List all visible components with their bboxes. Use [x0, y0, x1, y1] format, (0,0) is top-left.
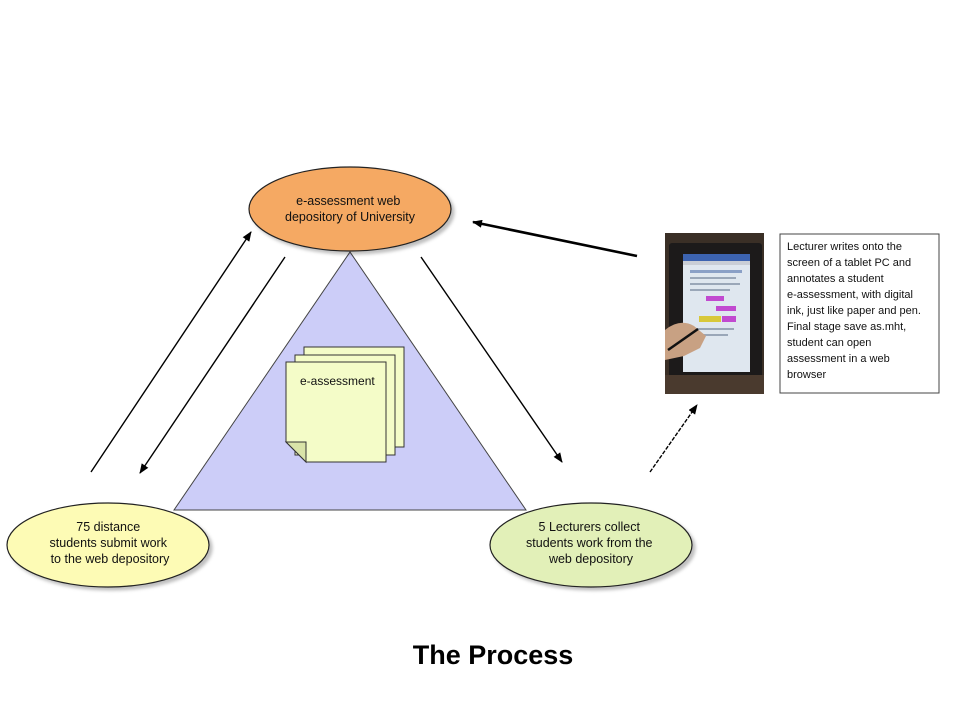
- node-lecturers-label: 5 Lecturers collect students work from t…: [526, 520, 656, 566]
- node-distance-students-label: 75 distance students submit work to the …: [50, 520, 171, 566]
- tablet-note-box: [779, 233, 940, 394]
- arrow-lecturers-to-tablet: [649, 404, 698, 473]
- tablet-note-line: Final stage save as.mht,: [787, 321, 906, 333]
- tablet-pc-photo: [665, 233, 764, 394]
- node-lecturers: [489, 502, 693, 588]
- tablet-note-line: annotates a student: [787, 273, 884, 285]
- arrow-students-to-depository: [90, 231, 252, 473]
- node-university-depository: [248, 166, 452, 252]
- node-left-line: students submit work: [50, 536, 168, 550]
- document-label: e-assessment: [300, 374, 375, 388]
- node-right-line: students work from the: [526, 536, 652, 550]
- page-title: The Process: [412, 640, 574, 670]
- node-university-depository-label: e-assessment web depository of Universit…: [285, 194, 416, 224]
- arrow-depository-to-students: [139, 256, 286, 474]
- document-sheet-front: [285, 361, 387, 463]
- node-top-line: depository of University: [285, 210, 416, 224]
- document-fold-corner: [284, 441, 307, 464]
- node-left-line: to the web depository: [51, 552, 171, 566]
- tablet-note-line: browser: [787, 369, 826, 381]
- arrow-tablet-to-depository: [472, 219, 638, 258]
- arrow-depository-to-lecturers: [420, 256, 563, 463]
- node-right-line: 5 Lecturers collect: [539, 520, 641, 534]
- tablet-note-line: Lecturer writes onto the: [787, 241, 902, 253]
- e-assessment-document-stack: e-assessment: [284, 346, 405, 464]
- node-right-line: web depository: [548, 552, 634, 566]
- node-left-line: 75 distance: [76, 520, 140, 534]
- tablet-note-text: Lecturer writes onto the screen of a tab…: [787, 241, 924, 381]
- tablet-note-line: screen of a tablet PC and: [787, 257, 911, 269]
- node-top-line: e-assessment web: [296, 194, 400, 208]
- tablet-note-line: assessment in a web: [787, 353, 890, 365]
- tablet-note-line: e-assessment, with digital: [787, 289, 913, 301]
- node-distance-students: [6, 502, 210, 588]
- tablet-note-line: ink, just like paper and pen.: [787, 305, 921, 317]
- tablet-note-line: student can open: [787, 337, 871, 349]
